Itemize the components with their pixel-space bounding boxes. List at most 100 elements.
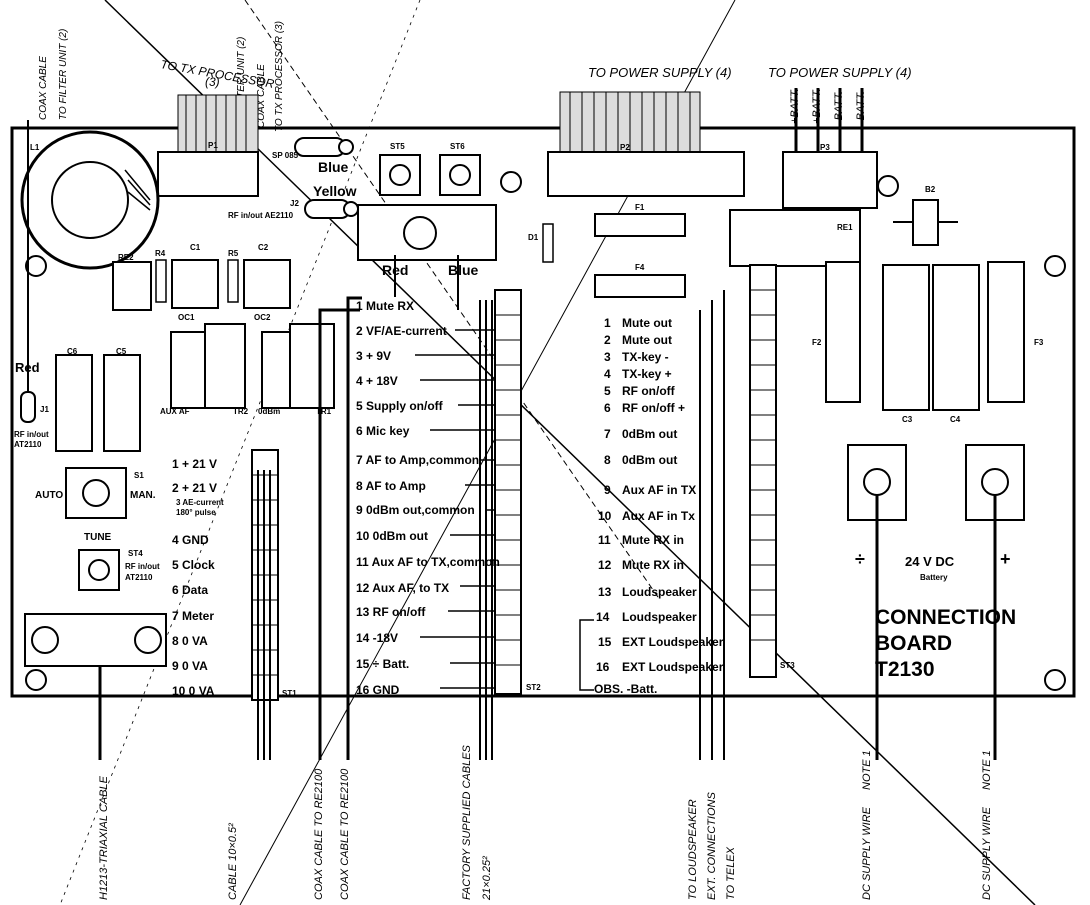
b2-label: B2 [925, 185, 936, 194]
connector-p2 [547, 151, 745, 197]
capacitor-c3 [882, 264, 930, 411]
connector-p1 [157, 151, 259, 197]
st2-label: ST2 [526, 683, 541, 692]
c2-label: C2 [258, 243, 269, 252]
bottom-label-coax-1: COAX CABLE TO RE2100 [313, 768, 325, 900]
p1-label: P1 [208, 141, 218, 150]
switch-s1-knob [82, 479, 110, 507]
st3-pin-num-3: 3 [604, 350, 611, 364]
st4-rf-label: RF in/out [125, 562, 160, 571]
capacitor-c4 [932, 264, 980, 411]
bottom-label-ext-conn: EXT. CONNECTIONS [706, 792, 718, 900]
auto-label: AUTO [35, 490, 63, 501]
st4-label: ST4 [128, 549, 143, 558]
label-tx-proc-2: TO TX PROCESSOR (3) [274, 21, 285, 132]
st3-pin-label-6: RF on/off + [622, 401, 685, 415]
st1-note-1: 3 AE-current [176, 498, 224, 507]
st3-pin-label-5: RF on/off [622, 384, 676, 398]
st3-pin-num-14: 14 [596, 610, 610, 624]
buzzer-b2 [893, 199, 958, 246]
st3-pin-label-15: EXT Loudspeaker [622, 635, 724, 649]
j1-at-label: AT2110 [14, 440, 42, 449]
coax-cable-re2100-b [346, 296, 362, 760]
st3-pin-label-9: Aux AF in TX [622, 483, 696, 497]
c4-label: C4 [950, 415, 961, 424]
st1-pin-4: 4 GND [172, 533, 209, 547]
r5-label: R5 [228, 249, 239, 258]
j1-rf-label: RF in/out [14, 430, 49, 439]
c5-label: C5 [116, 347, 127, 356]
st2-pin-6: 6 Mic key [356, 424, 410, 438]
st3-pin-label-10: Aux AF in Tx [622, 509, 695, 523]
st3-pin-num-4: 4 [604, 367, 611, 381]
label-coax-a1: COAX CABLE [38, 56, 49, 120]
st1-note-2: 180° pulse [176, 508, 216, 517]
j1-label: J1 [40, 405, 49, 414]
aux-af-label: AUX AF [160, 407, 190, 416]
relay-re1 [729, 209, 861, 267]
st1-pin-8: 8 0 VA [172, 634, 208, 648]
st5-label: ST5 [390, 142, 405, 151]
st3-pin-num-15: 15 [598, 635, 612, 649]
label-power-supply-1: TO POWER SUPPLY (4) [588, 65, 732, 80]
bottom-label-factory: FACTORY SUPPLIED CABLES [461, 744, 473, 900]
st2-pin-1: 1 Mute RX [356, 299, 414, 313]
st3-pin-num-10: 10 [598, 509, 612, 523]
st2-pin-12: 12 Aux AF, to TX [356, 581, 449, 595]
diagonal-line-4 [59, 0, 421, 905]
bottom-label-triaxial: H1213-TRIAXIAL CABLE [98, 775, 110, 900]
st3-pin-label-2: Mute out [622, 333, 672, 347]
st3-pin-label-16: EXT Loudspeaker [622, 660, 724, 674]
odbm-label: 0dBm [258, 407, 280, 416]
tr2-label: TR2 [233, 407, 249, 416]
f1-label: F1 [635, 203, 645, 212]
st3-pin-label-14: Loudspeaker [622, 610, 697, 624]
bottom-label-note1-a: NOTE 1 [861, 750, 873, 790]
switch-s1 [65, 467, 127, 519]
s1-label: S1 [134, 471, 144, 480]
bottom-label-telex: TO TELEX [725, 846, 737, 900]
st1-cable-bundle [257, 470, 271, 760]
resistor-r4 [155, 259, 167, 303]
st3-label: ST3 [780, 661, 795, 670]
st3-pin-num-6: 6 [604, 401, 611, 415]
p2-label: P2 [620, 143, 630, 152]
st3-pin-num-5: 5 [604, 384, 611, 398]
j2-rf-label: RF in/out AE2110 [228, 211, 294, 220]
bottom-label-dc-supply-b: DC SUPPLY WIRE [981, 806, 993, 900]
st6-pot [439, 154, 481, 196]
st4-pot-knob [88, 559, 110, 581]
st2-pin-11: 11 Aux AF to TX,common [356, 555, 500, 569]
blue-label: Blue [318, 159, 349, 175]
terminal-strip-st2 [494, 289, 522, 695]
f3-label: F3 [1034, 338, 1044, 347]
bottom-label-cable-10: CABLE 10×0.5² [227, 823, 239, 900]
bottom-label-dc-supply-a: DC SUPPLY WIRE [861, 806, 873, 900]
st2-pin-15: 15 ÷ Batt. [356, 657, 409, 671]
man-label: MAN. [130, 490, 156, 501]
st1-pin-6: 6 Data [172, 583, 208, 597]
st3-pin-num-8: 8 [604, 453, 611, 467]
dc-plus-symbol: + [1000, 549, 1011, 569]
bottom-label-loudspeaker: TO LOUDSPEAKER [687, 799, 699, 900]
st2-pin-13: 13 RF on/off [356, 605, 426, 619]
mounting-screws [25, 171, 1066, 691]
oc2-label: OC2 [254, 313, 271, 322]
terminal-screw-1 [31, 626, 59, 654]
coax-fitting-j3 [294, 137, 354, 157]
st2-pin-8: 8 AF to Amp [356, 479, 426, 493]
st3-pin-num-2: 2 [604, 333, 611, 347]
re1-label: RE1 [837, 223, 853, 232]
bottom-label-coax-2: COAX CABLE TO RE2100 [339, 768, 351, 900]
fuse-f4 [594, 274, 686, 298]
capacitor-c6 [55, 354, 93, 452]
j3-label: SP 085 [272, 151, 299, 160]
st3-pin-label-8: 0dBm out [622, 453, 677, 467]
st3-pin-label-7: 0dBm out [622, 427, 677, 441]
obs-batt-label: OBS. -Batt. [594, 682, 657, 696]
st1-pin-5: 5 Clock [172, 558, 215, 572]
board-outline [10, 126, 1076, 698]
diagonal-line-3 [244, 0, 661, 601]
bottom-label-note1-b: NOTE 1 [981, 750, 993, 790]
